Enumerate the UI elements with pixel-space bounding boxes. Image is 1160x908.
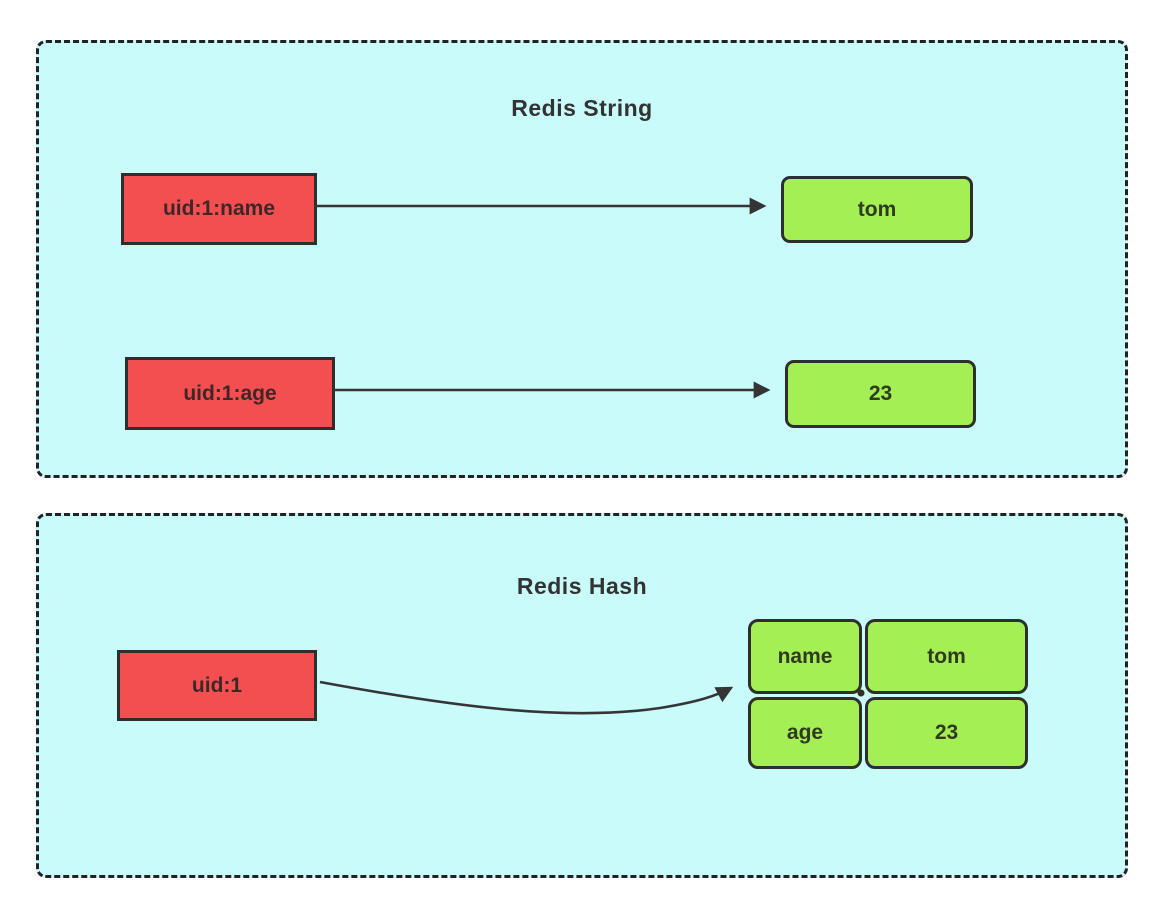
value-box-tom: tom <box>781 176 973 243</box>
redis-hash-title: Redis Hash <box>516 573 648 599</box>
key-box-uid-1: uid:1 <box>117 650 317 721</box>
key-box-uid-1-age: uid:1:age <box>125 357 335 430</box>
hash-value-tom: tom <box>865 619 1028 694</box>
redis-hash-panel: Redis Hash uid:1 name tom age 23 <box>36 513 1128 878</box>
hash-value-23: 23 <box>865 697 1028 769</box>
value-box-23: 23 <box>785 360 976 428</box>
hash-table: name tom age 23 <box>748 619 1028 769</box>
redis-string-panel: Redis String uid:1:name tom uid:1:age 23 <box>36 40 1128 478</box>
hash-field-name: name <box>748 619 862 694</box>
key-box-uid-1-name: uid:1:name <box>121 173 317 245</box>
redis-string-title: Redis String <box>511 95 653 121</box>
hash-field-age: age <box>748 697 862 769</box>
